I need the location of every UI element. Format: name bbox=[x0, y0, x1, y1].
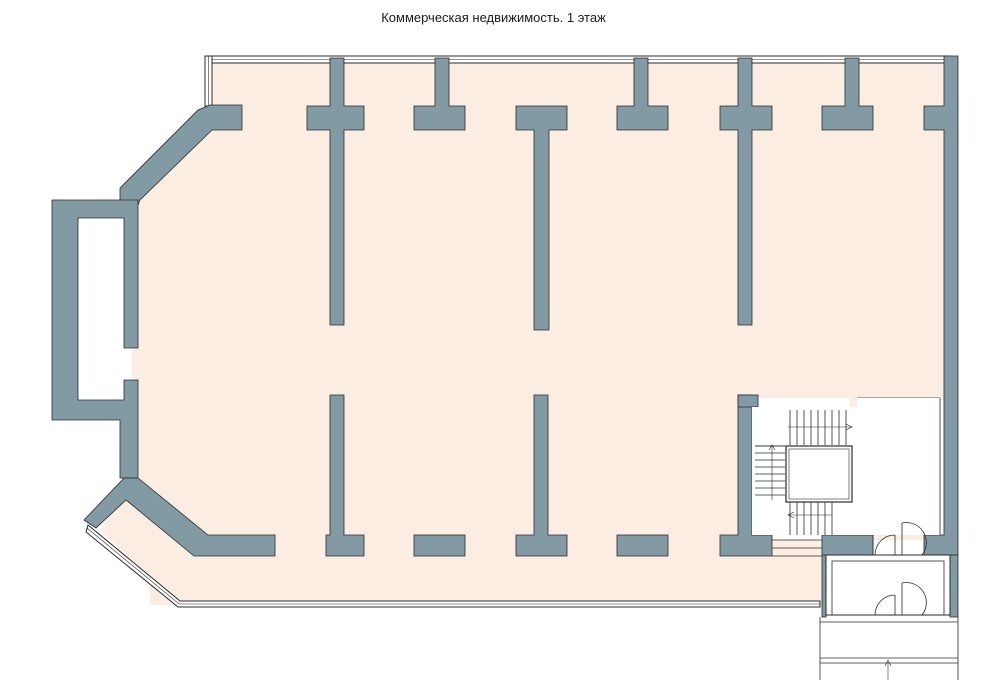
pillar-bottom-1 bbox=[325, 394, 365, 557]
stair-lower-flight bbox=[787, 502, 833, 535]
stair-upper-flight bbox=[788, 410, 853, 445]
entrance bbox=[772, 522, 959, 680]
pillar-bottom-2 bbox=[413, 534, 466, 557]
pillar-top-6 bbox=[821, 57, 874, 131]
vestibule bbox=[825, 554, 951, 616]
wall-vestibule-left bbox=[821, 554, 827, 618]
pillar-top-1 bbox=[306, 57, 365, 326]
staircase bbox=[752, 397, 941, 535]
pillar-bottom-3 bbox=[515, 394, 568, 557]
pillar-top-5 bbox=[719, 57, 773, 326]
stair-left-flight bbox=[755, 444, 785, 500]
wall-top-left-diagonal bbox=[119, 104, 243, 206]
wall-left-bay bbox=[51, 199, 139, 479]
wall-entrance-left bbox=[821, 534, 874, 557]
outer-steps bbox=[819, 617, 959, 680]
wall-vestibule-right bbox=[949, 554, 959, 618]
stair-well bbox=[785, 445, 853, 503]
plan-title: Коммерческая недвижимость. 1 этаж bbox=[381, 10, 606, 25]
bottom-window-frame bbox=[85, 524, 821, 608]
walls bbox=[51, 55, 959, 618]
door-lower bbox=[873, 582, 927, 616]
wall-right bbox=[923, 55, 959, 556]
pillar-bottom-4 bbox=[616, 534, 669, 557]
wall-bottom-left-diagonal bbox=[83, 477, 276, 557]
wall-stair-top bbox=[737, 394, 759, 408]
floor-area bbox=[100, 58, 948, 605]
pillar-top-4 bbox=[616, 57, 669, 131]
pillar-top-2 bbox=[413, 57, 466, 131]
pillar-top-3 bbox=[515, 105, 568, 331]
